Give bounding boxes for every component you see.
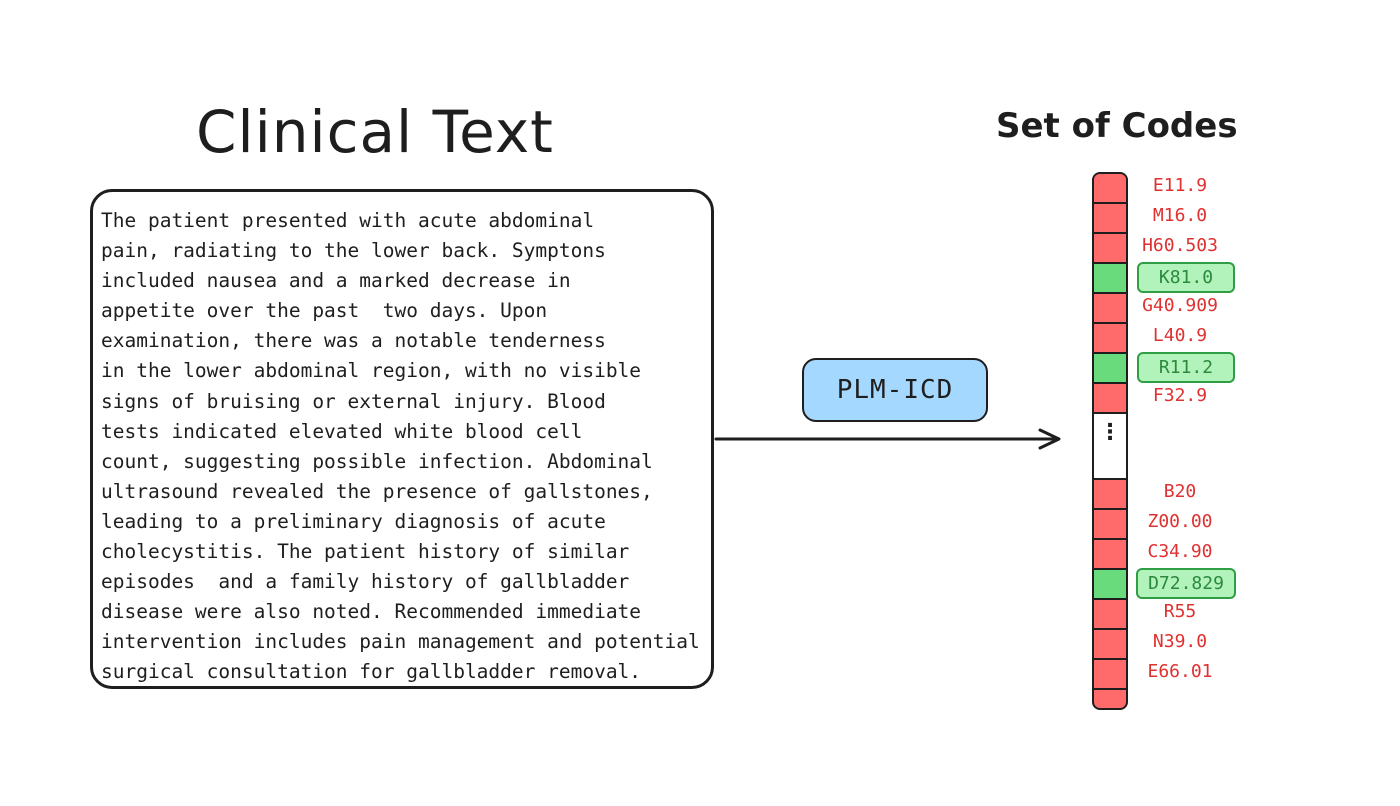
ellipsis-dots: ⋮ [1099,420,1121,445]
clinical-text-line: signs of bruising or external injury. Bl… [101,389,606,413]
bar-segment [1094,630,1126,660]
code-label-selected: R11.2 [1137,352,1235,383]
codes-title: Set of Codes [996,106,1238,146]
code-label: E11.9 [1152,175,1208,196]
bar-segment [1094,600,1126,630]
code-label: Z00.00 [1147,511,1213,532]
bar-segment-selected [1094,570,1126,600]
clinical-text-line: in the lower abdominal region, with no v… [101,359,642,383]
bar-segment [1094,174,1126,204]
bar-segment [1094,294,1126,324]
bar-segment [1094,324,1126,354]
bar-segment [1094,234,1126,264]
clinical-text-line: intervention includes pain management an… [101,630,700,654]
code-label: E66.01 [1147,661,1213,682]
code-label-selected: K81.0 [1137,262,1235,293]
code-label: R55 [1163,601,1197,622]
clinical-text-line: examination, there was a notable tendern… [101,329,606,353]
clinical-text-line: cholecystitis. The patient history of si… [101,540,630,564]
bar-ellipsis-segment: ⋮ [1094,414,1126,480]
code-vector-bar: ⋮ [1092,172,1128,710]
code-label: G40.909 [1142,295,1218,316]
bar-segment [1094,384,1126,414]
code-label: C34.90 [1147,541,1213,562]
code-label: F32.9 [1152,385,1208,406]
clinical-text-line: disease were also noted. Recommended imm… [101,600,642,624]
clinical-text-line: count, suggesting possible infection. Ab… [101,449,653,473]
clinical-text-box: The patient presented with acute abdomin… [90,189,714,689]
bar-segment [1094,510,1126,540]
code-label: M16.0 [1152,205,1208,226]
arrow-head [1038,428,1061,450]
clinical-text-line: ultrasound revealed the presence of gall… [101,479,653,503]
clinical-text-line: episodes and a family history of gallbla… [101,570,630,594]
bar-segment [1094,540,1126,570]
clinical-text-title: Clinical Text [196,98,554,166]
clinical-text-line: appetite over the past two days. Upon [101,299,548,323]
model-box: PLM-ICD [802,358,988,422]
clinical-text-line: surgical consultation for gallbladder re… [101,660,642,684]
clinical-text-line: The patient presented with acute abdomin… [101,209,595,232]
clinical-text-line: included nausea and a marked decrease in [101,269,571,293]
model-label: PLM-ICD [836,375,954,405]
clinical-text-line: leading to a preliminary diagnosis of ac… [101,509,606,533]
bar-segment [1094,204,1126,234]
code-label-selected: D72.829 [1136,568,1236,599]
clinical-text-line: tests indicated elevated white blood cel… [101,419,583,443]
bar-segment-selected [1094,264,1126,294]
code-label: H60.503 [1142,235,1218,256]
bar-segment [1094,660,1126,690]
code-label: L40.9 [1152,325,1208,346]
code-label: B20 [1163,481,1197,502]
bar-segment [1094,480,1126,510]
clinical-text-line: pain, radiating to the lower back. Sympt… [101,239,606,263]
bar-segment-selected [1094,354,1126,384]
code-label: N39.0 [1152,631,1208,652]
